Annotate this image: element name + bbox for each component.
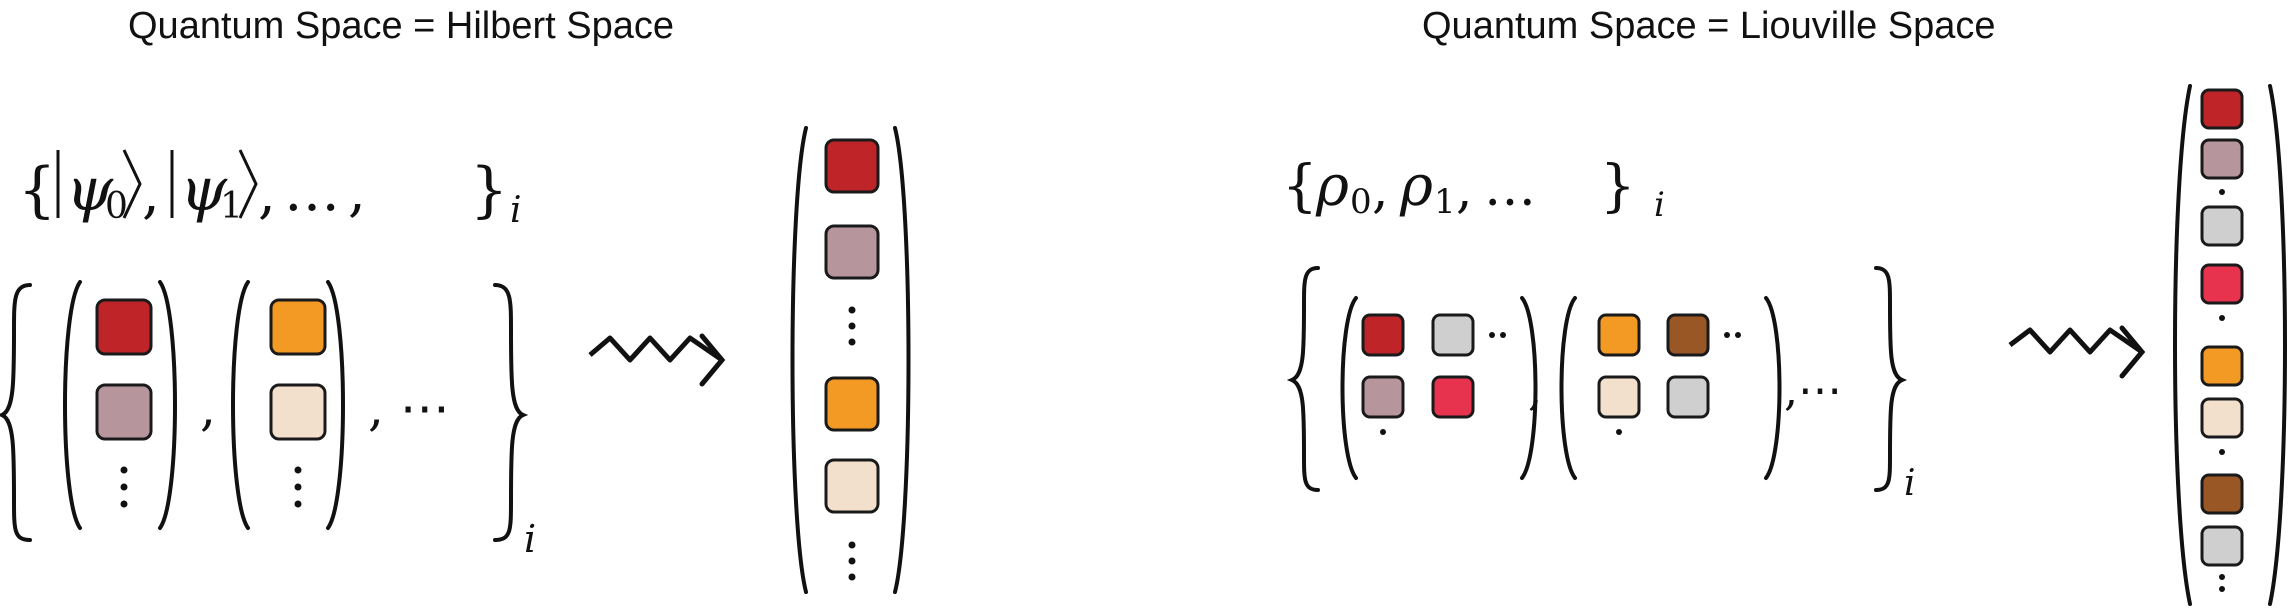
right-matrix-1: [1340, 296, 1538, 480]
matrix-square-orange: [1597, 313, 1641, 357]
svg-text:,: ,: [348, 159, 366, 224]
left-psi0: ψ: [66, 155, 114, 225]
left-set-expression: { ψ 0 , ψ 1 , … , } i: [18, 149, 522, 231]
right-set-expression: { ρ 0 , ρ 1 , … } i: [1282, 154, 1665, 225]
matrix-square-gray-2: [1666, 375, 1710, 419]
left-vector-separator: ,: [200, 379, 216, 437]
right-set-index: i: [1654, 185, 1665, 225]
left-close-brace: }: [470, 155, 508, 225]
square-peach: [269, 383, 327, 441]
vec-square-dark-red: [2200, 88, 2244, 130]
svg-text:}: }: [1600, 154, 1636, 219]
left-psi1: ψ: [180, 155, 228, 225]
left-big-close-brace: [493, 283, 529, 542]
left-psi1-sub: 1: [220, 186, 243, 227]
square-dark-red: [95, 298, 153, 356]
right-rho0-sub: 0: [1350, 182, 1372, 222]
vec-square-brown: [2200, 473, 2244, 515]
square-mauve: [95, 383, 153, 441]
svg-text:,: ,: [1372, 160, 1389, 220]
left-trailing-ellipsis: , ⋯: [368, 379, 450, 437]
left-ellipsis: …: [284, 159, 340, 224]
right-big-index: i: [1904, 463, 1916, 504]
right-ellipsis: …: [1484, 158, 1536, 218]
left-map-arrow: [588, 333, 726, 387]
left-vector-1: [63, 280, 177, 530]
right-matrix-2: [1559, 296, 1782, 480]
matrix-square-mauve: [1361, 375, 1405, 419]
matrix-square-crimson: [1431, 375, 1475, 419]
right-big-close-brace: [1874, 266, 1908, 492]
vec-square-mauve: [2200, 138, 2244, 180]
right-result-vector: [2173, 84, 2287, 606]
matrix-square-peach: [1597, 375, 1641, 419]
left-result-vector: [790, 126, 911, 594]
result-square-peach: [824, 458, 880, 514]
svg-text:{: {: [1282, 154, 1318, 219]
vec-square-peach: [2200, 397, 2244, 439]
svg-text:,: ,: [142, 161, 160, 226]
right-title: Quantum Space = Liouville Space: [1422, 5, 1996, 47]
left-big-open-brace: [0, 283, 32, 542]
vec-square-gray-2: [2200, 525, 2244, 567]
vec-square-orange: [2200, 345, 2244, 387]
left-big-index: i: [524, 517, 536, 561]
right-matrix-separator: ,: [1528, 365, 1542, 416]
left-set-index: i: [510, 190, 522, 231]
svg-text:,: ,: [258, 161, 276, 226]
right-trailing-ellipsis: ,⋯: [1784, 365, 1842, 416]
left-vector-2: [231, 280, 345, 530]
right-big-open-brace: [1286, 266, 1320, 492]
result-square-dark-red: [824, 138, 880, 194]
result-square-mauve: [824, 224, 880, 280]
vec-square-crimson: [2200, 263, 2244, 305]
square-orange: [269, 298, 327, 356]
right-map-arrow: [2008, 325, 2146, 379]
right-rho1: ρ: [1399, 154, 1433, 219]
matrix-square-dark-red: [1361, 313, 1405, 357]
matrix-square-gray: [1431, 313, 1475, 357]
right-rho1-sub: 1: [1434, 182, 1456, 222]
result-square-orange: [824, 376, 880, 432]
vec-square-gray: [2200, 205, 2244, 247]
right-rho0: ρ: [1315, 154, 1349, 219]
left-psi0-sub: 0: [105, 186, 128, 227]
svg-text:,: ,: [1456, 160, 1473, 220]
left-open-brace: {: [18, 155, 56, 225]
matrix-square-brown: [1666, 313, 1710, 357]
left-title: Quantum Space = Hilbert Space: [128, 5, 674, 47]
